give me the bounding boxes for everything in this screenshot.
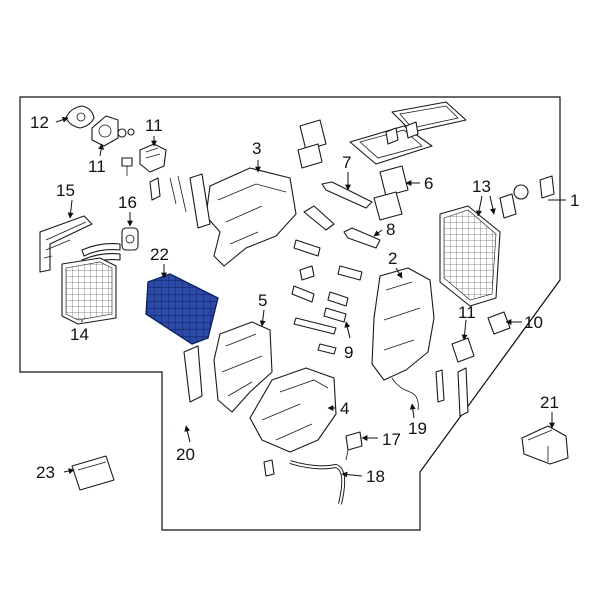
callout-16: 16 [118,193,137,212]
part-3-upper-case[interactable] [169,167,297,267]
part-23-cabin-filter[interactable] [145,273,219,345]
part-11-motor-lower[interactable] [451,337,475,363]
callout-11-lower: 11 [458,303,476,322]
callout-13: 12 [30,113,49,132]
part-15-heater-core[interactable] [61,257,117,325]
part-19-drain-hose[interactable] [289,460,346,505]
part-22-duct[interactable] [521,425,569,465]
callout-10: 10 [524,313,543,332]
part-6-foam-pads[interactable] [373,165,409,221]
part-18-connector[interactable] [345,431,363,461]
callout-labels: 12 11 11 3 7 6 15 13 1 16 8 2 22 14 5 9 … [30,113,579,486]
callout-21: 20 [176,445,195,464]
callout-18: 17 [382,430,401,449]
part-21-hose[interactable] [170,406,203,429]
part-24-module[interactable] [71,455,115,491]
fastener-parts-middle [291,239,363,355]
part-1-evaporator[interactable] [439,205,501,307]
screw-parts-left [121,157,161,201]
part-13-clip[interactable] [65,105,95,129]
callout-2: 2 [388,249,397,268]
callout-4: 4 [340,399,349,418]
part-5-case-left[interactable] [183,321,273,413]
callout-3: 3 [252,139,261,158]
part-12-actuator[interactable] [91,115,135,147]
callout-19: 18 [366,467,385,486]
callout-15: 14 [70,325,89,344]
part-16-grommet[interactable] [121,227,139,251]
part-14-clips[interactable] [499,175,555,219]
callout-8: 8 [386,220,395,239]
part-8-link[interactable] [303,205,381,249]
part-7-rod[interactable] [321,181,373,209]
part-11-motor-upper[interactable] [139,143,167,173]
seal-parts-top [297,101,467,169]
part-2-case-right[interactable] [371,267,435,381]
callout-23: 22 [150,245,169,264]
assembly-frame [19,96,561,531]
callout-22: 21 [540,393,559,412]
callout-17: 15 [56,181,75,200]
callout-12: 11 [88,157,106,176]
callout-5: 5 [258,291,267,310]
callout-11-upper: 11 [145,116,163,135]
callout-6: 6 [424,174,433,193]
callout-24: 23 [36,463,55,482]
callout-7: 7 [342,153,351,172]
callout-9: 9 [344,343,353,362]
leader-lines [55,116,566,478]
part-4-blower-housing[interactable] [249,367,337,477]
callout-14: 13 [472,177,491,196]
part-20-harness[interactable] [391,367,469,417]
part-10-sensor[interactable] [487,311,511,335]
callout-20: 19 [408,419,427,438]
callout-1: 1 [570,191,579,210]
